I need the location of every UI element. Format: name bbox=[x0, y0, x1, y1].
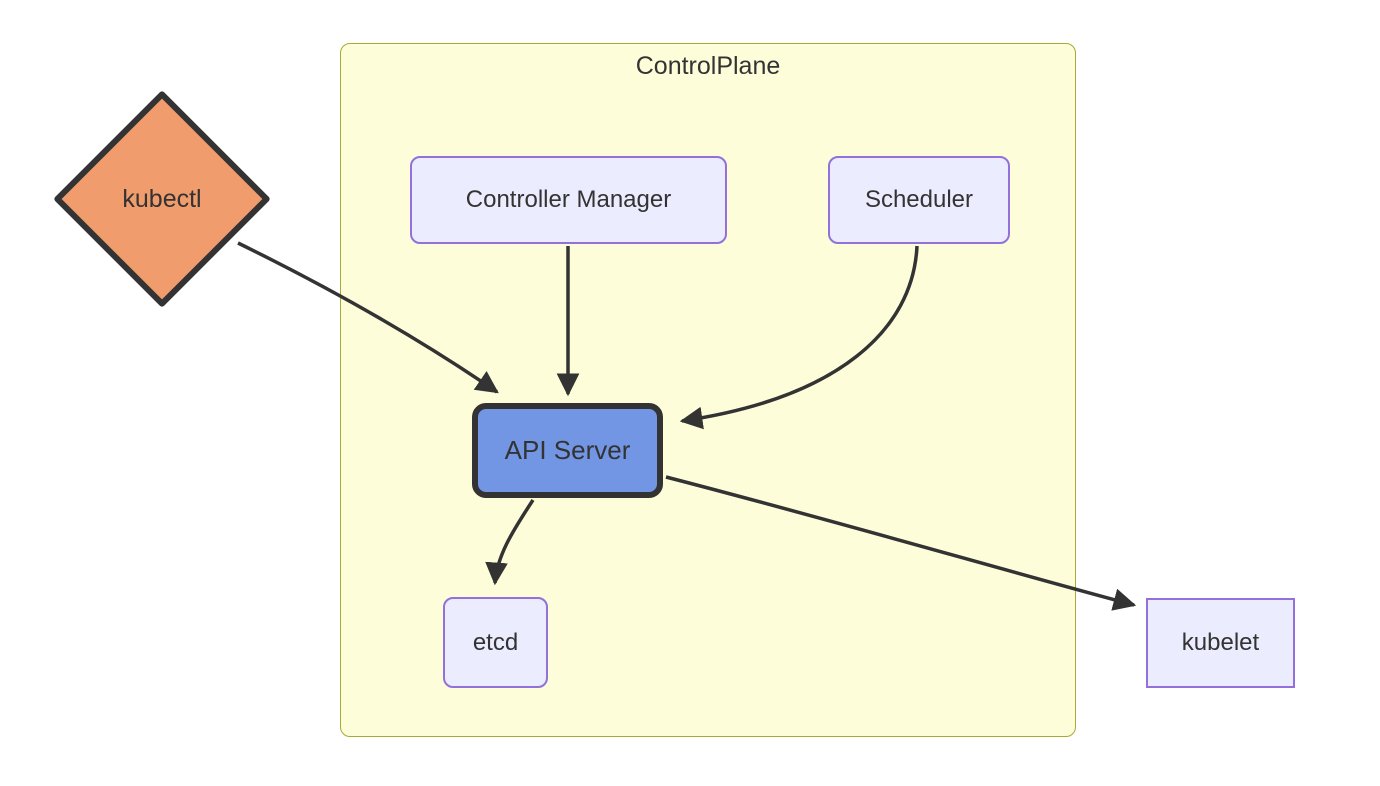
node-controller-manager: Controller Manager bbox=[410, 156, 727, 244]
node-api-server: API Server bbox=[472, 403, 663, 498]
node-api-server-label: API Server bbox=[504, 435, 631, 465]
node-kubelet: kubelet bbox=[1146, 598, 1295, 688]
node-scheduler: Scheduler bbox=[828, 156, 1010, 244]
node-scheduler-label: Scheduler bbox=[864, 186, 974, 213]
node-controller-manager-label: Controller Manager bbox=[465, 186, 672, 213]
node-kubectl: kubectl bbox=[52, 89, 272, 309]
node-etcd-label: etcd bbox=[472, 628, 519, 656]
node-kubelet-label: kubelet bbox=[1181, 629, 1260, 656]
node-etcd: etcd bbox=[443, 597, 548, 688]
node-kubectl-label: kubectl bbox=[122, 184, 202, 213]
subgraph-title: ControlPlane bbox=[635, 52, 781, 80]
